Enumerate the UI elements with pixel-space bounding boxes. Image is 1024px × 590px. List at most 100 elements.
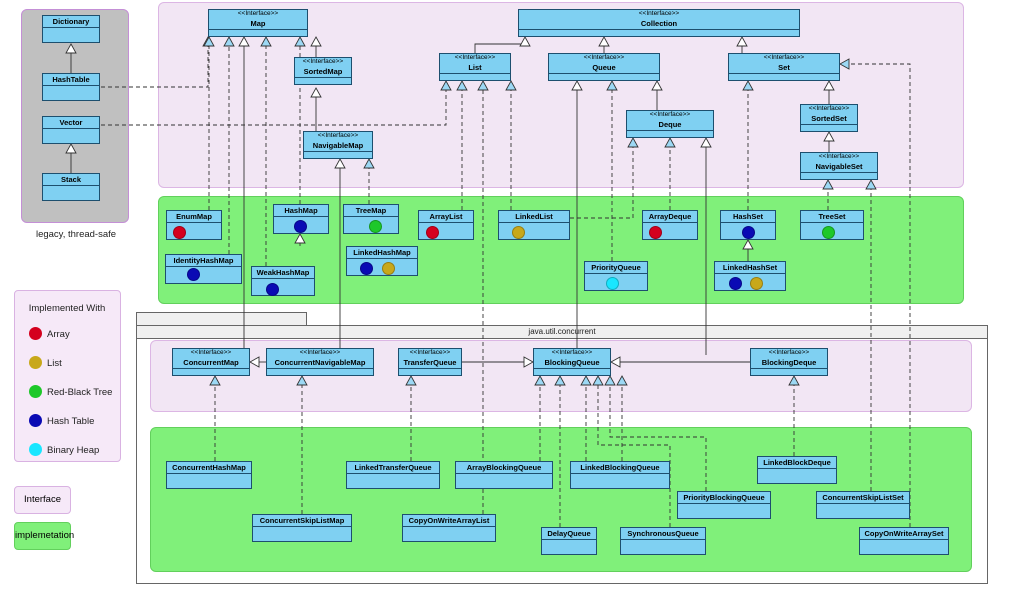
- class-name: ConcurrentHashMap: [167, 462, 251, 474]
- interface-stereotype: <<Interface>>: [551, 349, 593, 356]
- class-vector: Vector: [42, 116, 100, 144]
- edge-arrowhead: [571, 80, 583, 91]
- edge-arrowhead: [523, 356, 534, 368]
- implementation-dot-identityhashmap: [187, 268, 200, 281]
- edge-arrowhead: [592, 375, 604, 386]
- interface-stereotype: <<Interface>>: [763, 54, 805, 61]
- class-name: LinkedTransferQueue: [347, 462, 439, 474]
- class-copyonwritearrayset: CopyOnWriteArraySet: [859, 527, 949, 555]
- class-name: Collection: [519, 18, 799, 30]
- class-concurrenthashmap: ConcurrentHashMap: [166, 461, 252, 489]
- interface-stereotype: <<Interface>>: [818, 153, 860, 160]
- edge-arrowhead: [606, 80, 618, 91]
- edge-arrowhead: [296, 375, 308, 386]
- edge-arrowhead: [238, 36, 250, 47]
- class-name: LinkedList: [499, 211, 569, 223]
- class-synchronousqueue: SynchronousQueue: [620, 527, 706, 555]
- edge-arrowhead: [334, 158, 346, 169]
- class-name: Map: [209, 18, 307, 30]
- implementation-dot-linkedhashmap: [360, 262, 373, 275]
- edge-arrowhead: [616, 375, 628, 386]
- class-blockingqueue: <<Interface>>BlockingQueue: [533, 348, 611, 376]
- red-black-tree-dot: [29, 385, 42, 398]
- class-priorityblockingqueue: PriorityBlockingQueue: [677, 491, 771, 519]
- class-name: LinkedHashSet: [715, 262, 785, 274]
- edge-arrowhead: [456, 80, 468, 91]
- implementation-dot-treeset: [822, 226, 835, 239]
- interface-stereotype: <<Interface>>: [808, 105, 850, 112]
- class-name: ArrayList: [419, 211, 473, 223]
- class-name: Dictionary: [43, 16, 99, 28]
- interface-stereotype: <<Interface>>: [190, 349, 232, 356]
- class-name: LinkedBlockDeque: [758, 457, 836, 469]
- class-name: EnumMap: [167, 211, 221, 223]
- class-name: CopyOnWriteArrayList: [403, 515, 495, 527]
- concurrent-package-label: java.util.concurrent: [137, 326, 987, 339]
- legend: Implemented With Array List Red-Black Tr…: [14, 290, 121, 462]
- class-name: SynchronousQueue: [621, 528, 705, 540]
- class-set: <<Interface>>Set: [728, 53, 840, 81]
- class-name: IdentityHashMap: [166, 255, 241, 267]
- interface-stereotype: <<Interface>>: [409, 349, 451, 356]
- edge-arrowhead: [249, 356, 260, 368]
- class-name: HashTable: [43, 74, 99, 86]
- implementation-tag: implemetation: [14, 522, 74, 550]
- class-name: DelayQueue: [542, 528, 596, 540]
- edge-arrowhead: [534, 375, 546, 386]
- edge-arrowhead: [310, 87, 322, 98]
- class-name: HashSet: [721, 211, 775, 223]
- interface-stereotype: <<Interface>>: [299, 349, 341, 356]
- interface-stereotype: <<Interface>>: [768, 349, 810, 356]
- edge-arrowhead: [294, 233, 306, 244]
- edge-arrowhead: [610, 356, 621, 368]
- class-blockingdeque: <<Interface>>BlockingDeque: [750, 348, 828, 376]
- edge-arrowhead: [598, 36, 610, 47]
- edge-arrowhead: [505, 80, 517, 91]
- class-name: ArrayBlockingQueue: [456, 462, 552, 474]
- legacy-caption: legacy, thread-safe: [35, 229, 117, 240]
- edge-arrowhead: [788, 375, 800, 386]
- edge-arrowhead: [742, 80, 754, 91]
- edge-arrowhead: [736, 36, 748, 47]
- class-name: Stack: [43, 174, 99, 186]
- edge-arrowhead: [700, 137, 712, 148]
- class-name: TreeMap: [344, 205, 398, 217]
- implementation-dot-linkedlist: [512, 226, 525, 239]
- edge-arrowhead: [477, 80, 489, 91]
- interface-stereotype: <<Interface>>: [454, 54, 496, 61]
- class-name: LinkedBlockingQueue: [571, 462, 669, 474]
- edge-arrowhead: [294, 36, 306, 47]
- edge-arrowhead: [839, 58, 850, 70]
- class-name: LinkedHashMap: [347, 247, 417, 259]
- edge-arrowhead: [65, 43, 77, 54]
- edge-arrowhead: [664, 137, 676, 148]
- class-name: Set: [729, 62, 839, 74]
- implementation-dot-priorityqueue: [606, 277, 619, 290]
- edge-line: [101, 37, 209, 88]
- edge-line: [474, 37, 526, 53]
- class-linkedhashset: LinkedHashSet: [714, 261, 786, 291]
- edge-arrowhead: [651, 80, 663, 91]
- class-name: BlockingDeque: [751, 357, 827, 369]
- edge-arrowhead: [580, 375, 592, 386]
- class-name: WeakHashMap: [252, 267, 314, 279]
- class-name: TransferQueue: [399, 357, 461, 369]
- class-arrayblockingqueue: ArrayBlockingQueue: [455, 461, 553, 489]
- class-linkedblockdeque: LinkedBlockDeque: [757, 456, 837, 484]
- interface-stereotype: <<Interface>>: [583, 54, 625, 61]
- implementation-dot-arraylist: [426, 226, 439, 239]
- class-name: Vector: [43, 117, 99, 129]
- edge-line: [840, 63, 911, 527]
- interface-stereotype: <<Interface>>: [638, 10, 680, 17]
- class-name: List: [440, 62, 510, 74]
- class-name: PriorityBlockingQueue: [678, 492, 770, 504]
- edge-arrowhead: [440, 80, 452, 91]
- interface-tag: Interface: [14, 486, 71, 514]
- edge-arrowhead: [554, 375, 566, 386]
- edge-arrowhead: [822, 179, 834, 190]
- edge-arrowhead: [363, 158, 375, 169]
- class-name: PriorityQueue: [585, 262, 647, 274]
- implementation-dot-linkedhashset: [750, 277, 763, 290]
- class-concurrentmap: <<Interface>>ConcurrentMap: [172, 348, 250, 376]
- class-name: NavigableMap: [304, 140, 372, 152]
